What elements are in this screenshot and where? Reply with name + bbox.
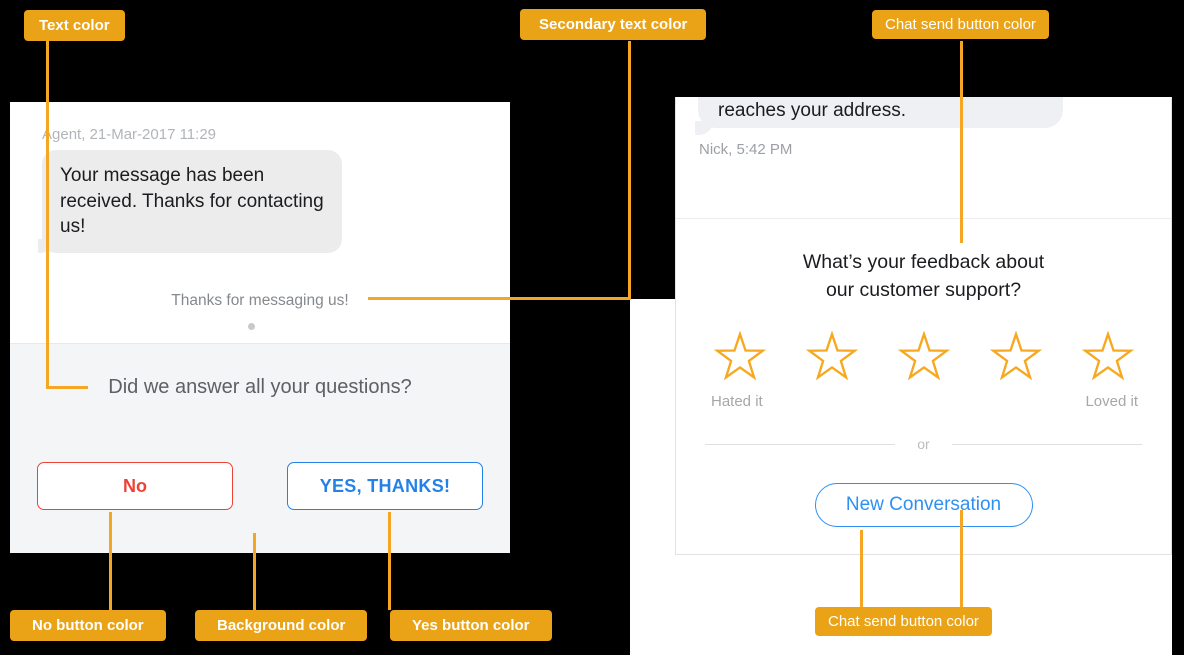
star-icon[interactable]: [897, 331, 950, 381]
incoming-message-text: reaches your address.: [718, 100, 906, 121]
star-icon[interactable]: [1081, 331, 1134, 381]
sender-timestamp: Nick, 5:42 PM: [699, 141, 793, 158]
annotation-secondary-text-color: Secondary text color: [520, 9, 707, 40]
survey-question: Did we answer all your questions?: [108, 376, 412, 398]
survey-footer: Did we answer all your questions? No YES…: [10, 343, 510, 553]
connector-line: [960, 510, 963, 607]
agent-timestamp: Agent, 21-Mar-2017 11:29: [42, 126, 217, 143]
annotation-chat-send-button-color-bottom: Chat send button color: [815, 607, 992, 636]
no-button[interactable]: No: [37, 462, 233, 510]
hated-it-label: Hated it: [711, 393, 763, 410]
divider-line: [705, 443, 896, 445]
or-label: or: [917, 436, 930, 452]
right-chat-panel: reaches your address. Nick, 5:42 PM What…: [675, 97, 1172, 555]
rating-scale-labels: Hated it Loved it: [711, 393, 1138, 410]
star-icon[interactable]: [805, 331, 858, 381]
annotation-yes-button-color: Yes button color: [390, 610, 552, 641]
new-conversation-button[interactable]: New Conversation: [814, 483, 1033, 527]
section-divider: [676, 218, 1171, 219]
connector-line: [388, 512, 391, 610]
agent-message-bubble: Your message has been received. Thanks f…: [38, 150, 342, 253]
annotation-text-color: Text color: [24, 10, 125, 41]
left-chat-panel: Agent, 21-Mar-2017 11:29 Your message ha…: [10, 102, 510, 553]
star-rating: [676, 331, 1171, 381]
incoming-message-bubble: reaches your address.: [695, 97, 1063, 135]
connector-line: [860, 530, 863, 607]
annotation-chat-send-button-color-top: Chat send button color: [872, 10, 1049, 39]
connector-line: [368, 297, 631, 300]
secondary-message: Thanks for messaging us!: [171, 292, 349, 309]
star-icon[interactable]: [713, 331, 766, 381]
connector-line: [960, 41, 963, 243]
divider-line: [951, 443, 1142, 445]
connector-line: [253, 533, 256, 610]
loved-it-label: Loved it: [1085, 393, 1138, 410]
or-divider: or: [676, 436, 1171, 452]
star-icon[interactable]: [989, 331, 1042, 381]
background-artifact: [632, 555, 1172, 655]
connector-line: [46, 386, 88, 389]
yes-thanks-button[interactable]: YES, THANKS!: [287, 462, 483, 510]
annotation-no-button-color: No button color: [10, 610, 166, 641]
annotation-background-color: Background color: [195, 610, 368, 641]
feedback-question: What’s your feedback about our customer …: [802, 251, 1045, 301]
typing-indicator-dot: [248, 323, 255, 330]
connector-line: [628, 41, 631, 300]
connector-line: [46, 41, 49, 389]
connector-line: [109, 512, 112, 610]
